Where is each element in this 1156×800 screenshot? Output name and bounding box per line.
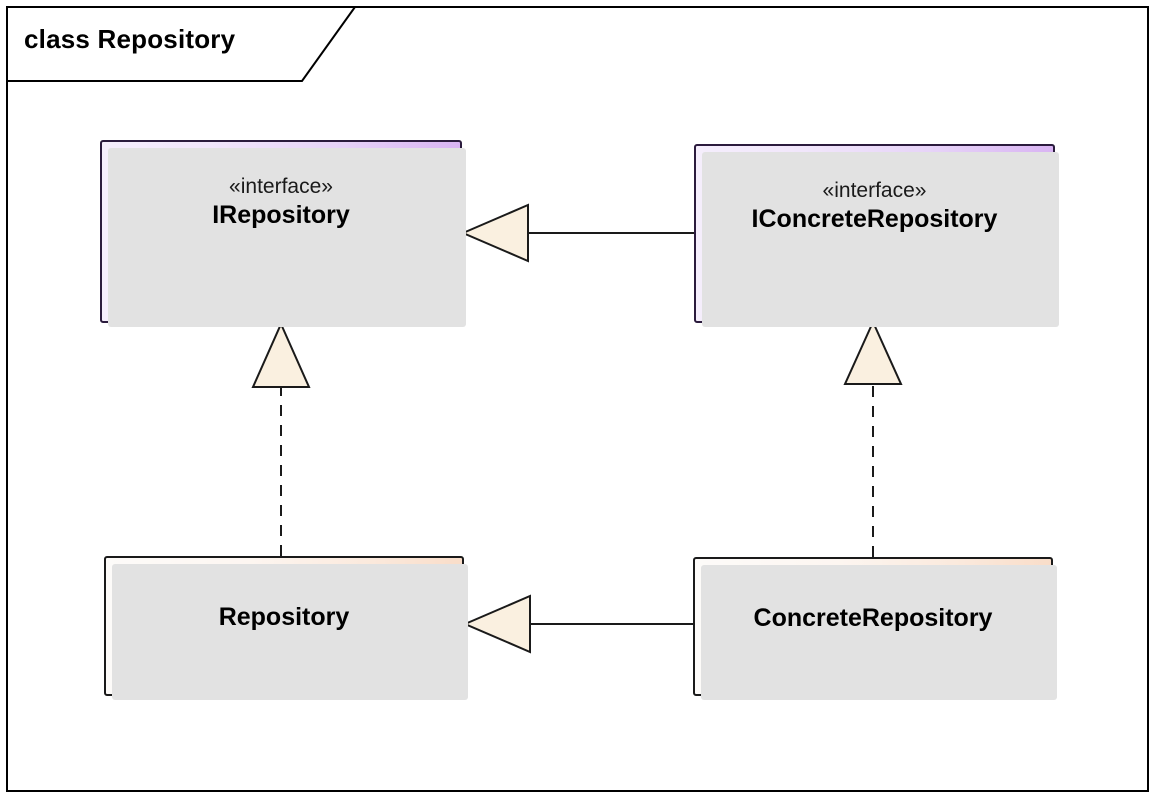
diagram-frame-border: [6, 6, 1149, 792]
class-node-text: ConcreteRepository: [695, 603, 1051, 634]
class-name-label: IRepository: [212, 201, 350, 230]
box-shadow: [112, 564, 468, 700]
class-node-text: Repository: [106, 602, 462, 633]
frame-label: class Repository: [24, 24, 236, 54]
class-node-irepository[interactable]: «interface» IRepository: [100, 140, 466, 327]
class-name-label: Repository: [218, 603, 350, 631]
diagram-frame-tab: [6, 6, 358, 82]
class-name-label: IConcreteRepository: [751, 205, 998, 234]
stereotype-label: «interface»: [229, 175, 333, 198]
frame-tab-shape: [6, 6, 357, 82]
class-node-concreterepository[interactable]: ConcreteRepository: [693, 557, 1057, 700]
stereotype-label: «interface»: [822, 179, 927, 202]
box-shadow: [108, 148, 466, 327]
class-node-text: «interface» IConcreteRepository: [696, 178, 1053, 236]
class-node-iconcreterepository[interactable]: «interface» IConcreteRepository: [694, 144, 1059, 327]
box-shadow: [701, 565, 1057, 700]
class-node-repository[interactable]: Repository: [104, 556, 468, 700]
class-name-label: ConcreteRepository: [753, 604, 993, 632]
class-node-text: «interface» IRepository: [102, 174, 460, 232]
box-shadow: [702, 152, 1059, 327]
